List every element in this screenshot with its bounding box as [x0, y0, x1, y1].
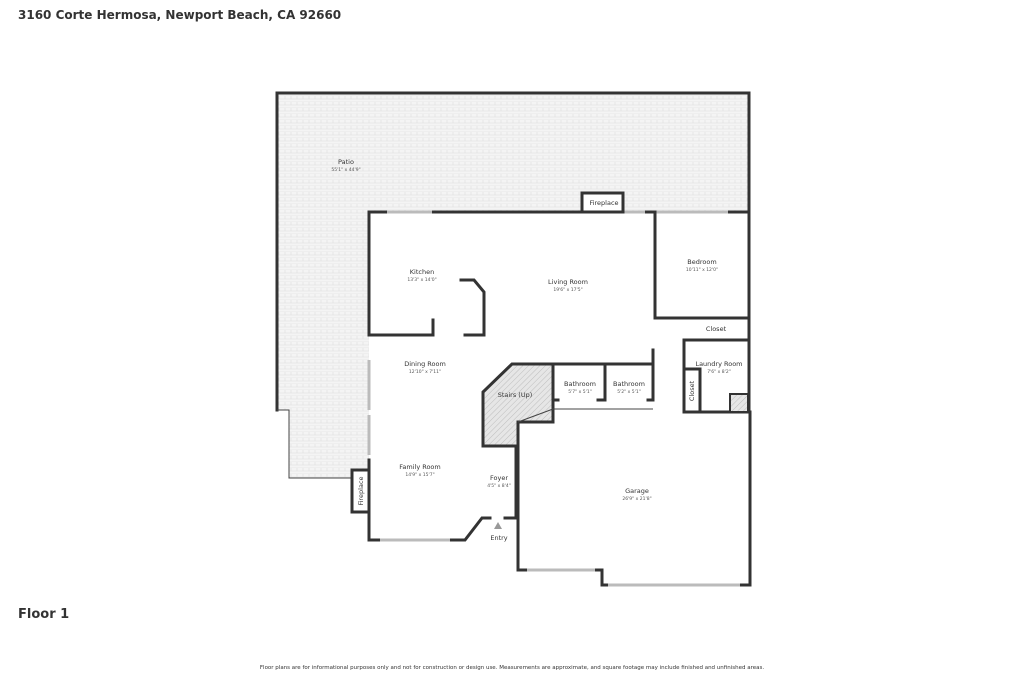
entry-arrow-icon [494, 522, 502, 529]
label-entry: Entry [490, 534, 507, 542]
stairs [481, 362, 555, 448]
house-wall-north [367, 210, 751, 320]
room-name-bedroom-closet: Closet [706, 325, 727, 333]
patio-wall [275, 91, 751, 412]
room-dims-dining: 12'10" x 7'11" [409, 369, 441, 375]
room-dims-bathroom-2: 5'2" x 5'1" [617, 389, 641, 395]
patio-area [277, 93, 749, 478]
label-fireplace-family: Fireplace [357, 476, 365, 505]
room-name-bathroom-2: Bathroom [613, 380, 645, 388]
room-name-family: Family Room [399, 463, 441, 471]
room-dims-living: 19'6" x 17'5" [553, 287, 582, 293]
room-dims-bathroom-1: 5'7" x 5'1" [568, 389, 592, 395]
disclaimer-text: Floor plans are for informational purpos… [259, 665, 765, 671]
room-dims-patio: 55'1" x 44'9" [331, 167, 360, 173]
fireplace-family [350, 468, 371, 514]
room-name-foyer: Foyer [490, 474, 508, 482]
room-dims-kitchen: 13'3" x 14'0" [407, 277, 436, 283]
label-fireplace-living: Fireplace [589, 199, 618, 207]
property-address: 3160 Corte Hermosa, Newport Beach, CA 92… [18, 8, 342, 22]
room-name-patio: Patio [338, 158, 354, 166]
kitchen-wall-a [367, 318, 435, 337]
room-name-dining: Dining Room [404, 360, 446, 368]
room-name-bedroom: Bedroom [687, 258, 716, 266]
room-dims-foyer: 4'5" x 8'4" [487, 483, 511, 489]
house-wall-west-lower [367, 458, 492, 542]
room-dims-family: 14'9" x 15'7" [405, 472, 434, 478]
kitchen-island [459, 278, 486, 337]
room-name-living: Living Room [548, 278, 588, 286]
room-name-laundry-closet: Closet [688, 380, 696, 401]
water-heater [729, 393, 749, 413]
bedroom-wall [653, 210, 686, 320]
room-name-laundry: Laundry Room [695, 360, 742, 368]
room-dims-laundry: 7'6" x 8'2" [707, 369, 731, 375]
room-name-kitchen: Kitchen [410, 268, 434, 276]
floor-label: Floor 1 [18, 607, 70, 622]
room-name-garage: Garage [625, 487, 649, 495]
fireplace-living [580, 191, 625, 214]
patio-edge [277, 409, 369, 479]
room-name-stairs: Stairs (Up) [498, 391, 533, 399]
laundry-wall [682, 338, 751, 414]
foyer-wall [503, 428, 518, 520]
laundry-closet [682, 367, 702, 414]
room-name-bathroom-1: Bathroom [564, 380, 596, 388]
room-dims-garage: 26'9" x 21'8" [622, 496, 651, 502]
room-dims-bedroom: 10'11" x 12'0" [686, 267, 718, 273]
